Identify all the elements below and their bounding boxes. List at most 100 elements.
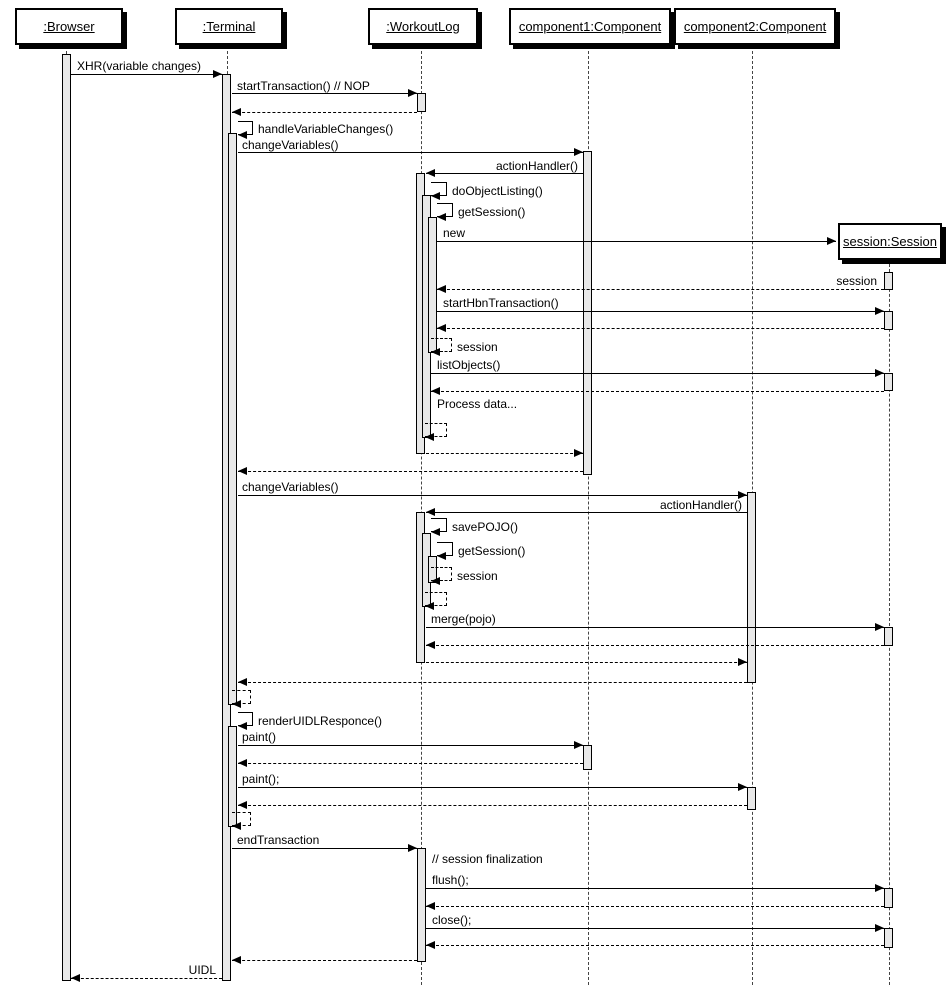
paint-call-2-label: paint(); — [242, 772, 280, 786]
action-handler-call-2-line — [426, 512, 747, 513]
start-transaction-call-label: startTransaction() // NOP — [237, 79, 370, 93]
flush-call-arrowhead — [875, 884, 884, 892]
save-pojo-end-loop — [425, 592, 447, 606]
xhr-call-label: XHR(variable changes) — [77, 59, 202, 73]
do-object-listing-end-arrowhead — [425, 433, 434, 441]
close-call-arrowhead — [875, 924, 884, 932]
activation-bar-session — [884, 373, 893, 391]
do-object-listing-call-arrowhead — [431, 192, 440, 200]
render-uidl-end-arrowhead — [232, 822, 241, 830]
start-transaction-return-line — [232, 112, 417, 113]
start-transaction-call-line — [232, 93, 417, 94]
change-variables-return-1-line — [238, 471, 583, 472]
merge-pojo-call-label: merge(pojo) — [431, 612, 496, 626]
actor-box-workoutlog: :WorkoutLog — [368, 8, 478, 45]
list-objects-return-arrowhead — [431, 387, 440, 395]
list-objects-return-line — [431, 391, 884, 392]
close-return-line — [426, 945, 884, 946]
get-session-call-1-arrowhead — [437, 213, 446, 221]
get-session-call-2-label: getSession() — [458, 544, 526, 558]
close-return-arrowhead — [426, 941, 435, 949]
change-variables-call-1-arrowhead — [574, 148, 583, 156]
activation-bar-session — [884, 627, 893, 646]
end-transaction-call-arrowhead — [408, 844, 417, 852]
activation-bar-component1 — [583, 151, 592, 475]
actor-box-component1: component1:Component — [509, 8, 671, 45]
process-data-note: Process data... — [437, 397, 518, 411]
paint-return-1-arrowhead — [238, 759, 247, 767]
activation-bar-session — [884, 888, 893, 908]
do-object-listing-end-loop — [425, 423, 447, 437]
session-return-1-label: session — [836, 274, 877, 288]
action-handler-return-2-arrowhead — [738, 658, 747, 666]
get-session-self-return-2-label: session — [457, 569, 498, 583]
actor-box-browser: :Browser — [15, 8, 123, 45]
save-pojo-call-arrowhead — [431, 528, 440, 536]
paint-return-2-arrowhead — [238, 801, 247, 809]
action-handler-call-1-label: actionHandler() — [495, 159, 578, 173]
change-variables-call-2-label: changeVariables() — [242, 480, 339, 494]
new-session-call-label: new — [443, 226, 466, 240]
merge-pojo-call-line — [426, 627, 884, 628]
paint-return-1-line — [238, 763, 583, 764]
activation-bar-browser — [62, 54, 71, 981]
end-transaction-return-arrowhead — [232, 956, 241, 964]
save-pojo-end-arrowhead — [425, 602, 434, 610]
activation-bar-workoutlog — [417, 93, 426, 112]
get-session-self-return-1-label: session — [457, 340, 498, 354]
start-hbn-call-line — [437, 311, 884, 312]
get-session-call-1-label: getSession() — [458, 205, 526, 219]
xhr-call-line — [71, 74, 222, 75]
session-finalization-note: // session finalization — [432, 852, 543, 866]
flush-call-label: flush(); — [432, 873, 469, 887]
action-handler-return-1-arrowhead — [574, 449, 583, 457]
actor-label-workoutlog: :WorkoutLog — [386, 19, 460, 34]
paint-call-1-arrowhead — [574, 741, 583, 749]
action-handler-return-1-line — [426, 453, 583, 454]
activation-bar-session — [884, 272, 893, 290]
render-uidl-call-label: renderUIDLResponce() — [258, 714, 383, 728]
actor-label-component1: component1:Component — [518, 19, 662, 34]
end-transaction-return-line — [232, 960, 417, 961]
activation-bar-component1 — [583, 745, 592, 770]
paint-return-2-line — [238, 805, 747, 806]
action-handler-return-2-line — [426, 662, 747, 663]
merge-pojo-call-arrowhead — [875, 623, 884, 631]
get-session-self-return-2-arrowhead — [431, 577, 440, 585]
paint-call-1-label: paint() — [242, 730, 277, 744]
actor-box-terminal: :Terminal — [175, 8, 283, 45]
handle-variable-changes-end-loop — [232, 690, 251, 704]
actor-label-terminal: :Terminal — [202, 19, 256, 34]
end-transaction-call-line — [232, 848, 417, 849]
change-variables-return-2-arrowhead — [238, 678, 247, 686]
list-objects-call-arrowhead — [875, 369, 884, 377]
save-pojo-call-label: savePOJO() — [452, 520, 519, 534]
flush-return-arrowhead — [426, 902, 435, 910]
close-call-label: close(); — [432, 913, 472, 927]
paint-call-1-line — [238, 745, 583, 746]
activation-bar-terminal — [228, 133, 237, 705]
session-return-1-arrowhead — [437, 285, 446, 293]
handle-variable-changes-call-arrowhead — [238, 131, 247, 139]
activation-bar-component2 — [747, 787, 756, 810]
paint-call-2-line — [238, 787, 747, 788]
get-session-self-return-2-loop — [431, 567, 452, 581]
merge-pojo-return-line — [426, 645, 884, 646]
activation-bar-session — [884, 311, 893, 330]
actor-box-session: session:Session — [838, 223, 942, 260]
xhr-call-arrowhead — [213, 70, 222, 78]
get-session-self-return-1-arrowhead — [431, 348, 440, 356]
new-session-call-line — [437, 241, 836, 242]
paint-call-2-arrowhead — [738, 783, 747, 791]
close-call-line — [426, 928, 884, 929]
change-variables-call-2-arrowhead — [738, 491, 747, 499]
handle-variable-changes-call-label: handleVariableChanges() — [258, 122, 394, 136]
start-hbn-call-label: startHbnTransaction() — [443, 296, 559, 310]
action-handler-call-1-arrowhead — [426, 169, 435, 177]
actor-label-browser: :Browser — [43, 19, 95, 34]
flush-call-line — [426, 888, 884, 889]
activation-bar-component2 — [747, 492, 756, 683]
change-variables-call-2-line — [238, 495, 747, 496]
start-hbn-return-arrowhead — [437, 324, 446, 332]
